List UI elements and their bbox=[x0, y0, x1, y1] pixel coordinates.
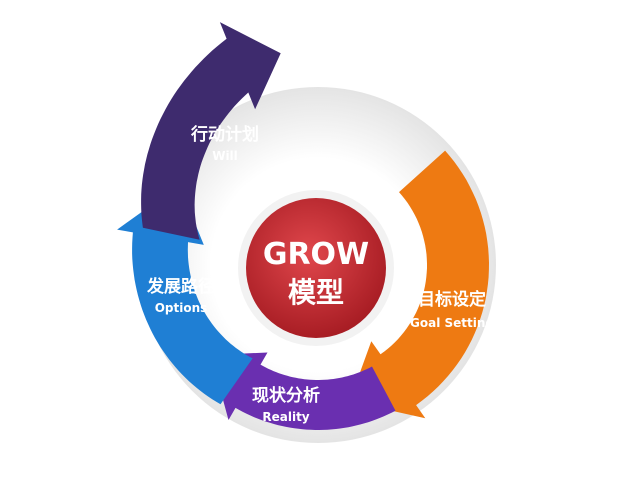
will-label-en: Will bbox=[212, 149, 238, 163]
goal-label-en: Goal Setting bbox=[410, 316, 494, 330]
goal-setting-arrow bbox=[349, 150, 489, 419]
options-label: 发展路径 bbox=[146, 276, 215, 297]
options-arrow bbox=[117, 185, 253, 405]
reality-label: 现状分析 bbox=[252, 385, 320, 406]
will-arrow bbox=[141, 22, 281, 240]
goal-label: 目标设定 bbox=[418, 289, 486, 310]
reality-label-en: Reality bbox=[262, 410, 309, 424]
center-subtitle: 模型 bbox=[288, 276, 344, 309]
center-core bbox=[246, 198, 386, 338]
reality-arrow bbox=[210, 352, 396, 430]
will-label: 行动计划 bbox=[190, 124, 259, 145]
center-title: GROW bbox=[263, 237, 369, 272]
options-label-en: Options bbox=[155, 301, 208, 315]
